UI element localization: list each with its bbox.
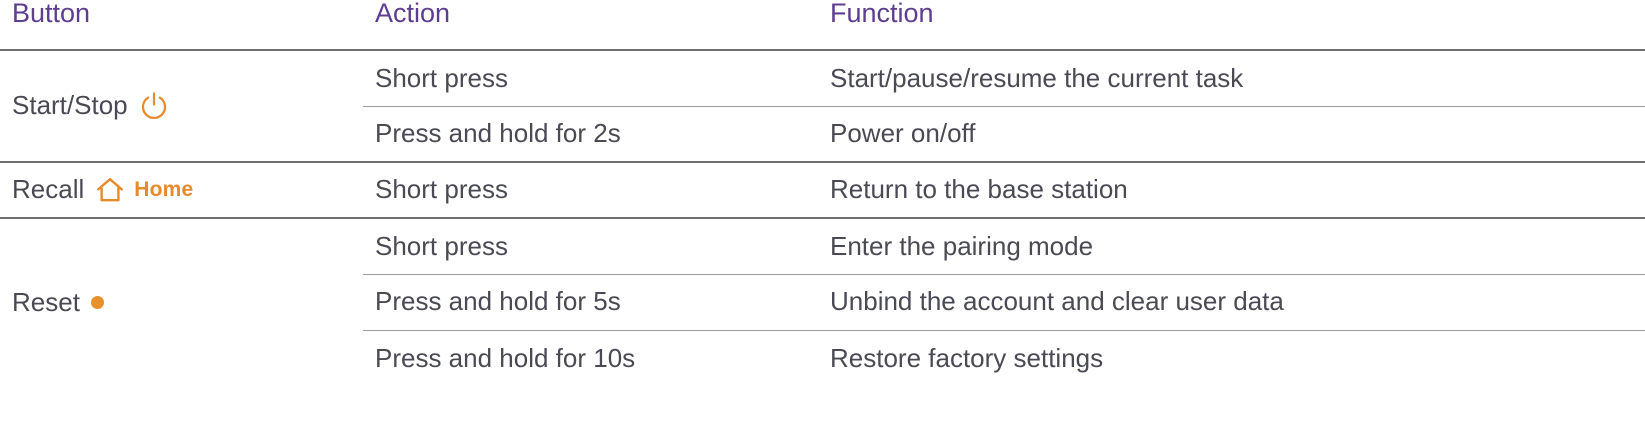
column-header-button: Button — [12, 0, 91, 28]
function-cell: Power on/off — [820, 105, 1645, 162]
action-cell: Press and hold for 2s — [363, 105, 820, 162]
table-row: Reset Short press Enter the pairing mode — [0, 217, 1645, 386]
button-icon-label: Home — [134, 178, 194, 202]
action-cell: Press and hold for 10s — [363, 329, 820, 386]
table-row: Recall Home Short press Return to the ba… — [0, 161, 1645, 218]
column-header-action: Action — [375, 0, 451, 28]
action-cell: Press and hold for 5s — [363, 273, 820, 330]
button-cell-recall: Recall Home — [0, 161, 363, 218]
table-row: Start/Stop Short press Start/pause/resum… — [0, 49, 1645, 162]
power-icon — [139, 91, 169, 121]
button-name-label: Start/Stop — [12, 90, 128, 121]
table-header-row: Button Action Function — [0, 0, 1645, 50]
button-cell-start-stop: Start/Stop — [0, 49, 363, 162]
function-cell: Unbind the account and clear user data — [820, 273, 1645, 330]
column-header-function: Function — [830, 0, 934, 28]
button-function-table: Button Action Function Start/Stop Short — [0, 0, 1645, 386]
action-cell: Short press — [363, 49, 820, 106]
table-body: Start/Stop Short press Start/pause/resum… — [0, 49, 1645, 386]
function-cell: Return to the base station — [820, 161, 1645, 218]
table-row: Press and hold for 5s Unbind the account… — [0, 273, 1645, 330]
action-cell: Short press — [363, 217, 820, 274]
table-header: Button Action Function — [0, 0, 1645, 50]
function-cell: Restore factory settings — [820, 329, 1645, 386]
home-icon — [95, 176, 125, 204]
dot-icon — [90, 296, 104, 309]
function-cell: Start/pause/resume the current task — [820, 49, 1645, 106]
function-cell: Enter the pairing mode — [820, 217, 1645, 274]
table-row: Press and hold for 2s Power on/off — [0, 105, 1645, 162]
table-row: Press and hold for 10s Restore factory s… — [0, 329, 1645, 386]
button-cell-reset: Reset — [0, 217, 363, 386]
button-name-label: Recall — [12, 174, 85, 205]
button-name-label: Reset — [12, 286, 80, 317]
action-cell: Short press — [363, 161, 820, 218]
